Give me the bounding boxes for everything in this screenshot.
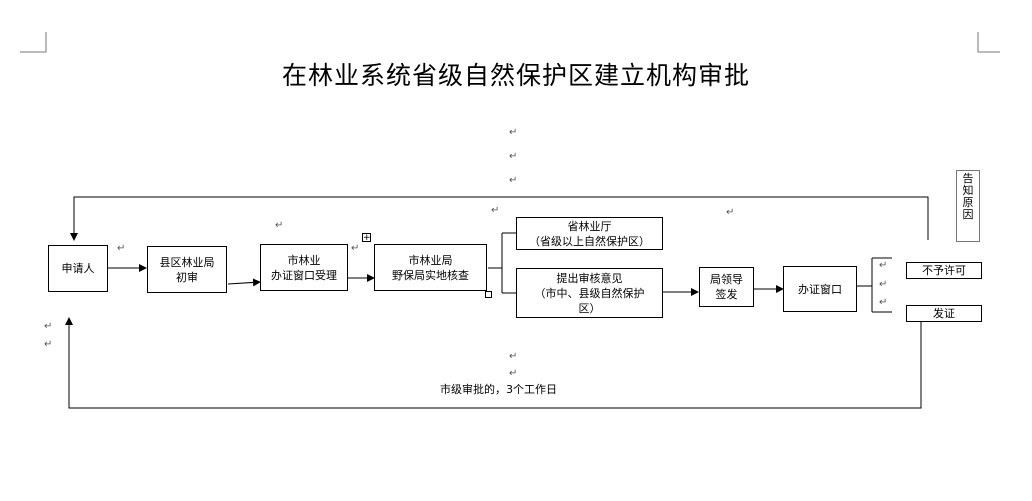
table-resize-handle-icon[interactable]: [485, 291, 492, 298]
node-city-window-line1: 市林业: [287, 253, 321, 267]
para-mark: ↵: [44, 321, 53, 332]
corner-mark-right: [977, 32, 1000, 53]
arrow-county-citywindow: [227, 278, 261, 287]
node-city-window-line2: 办证窗口受理: [271, 268, 337, 282]
node-opinion-line1: 提出审核意见: [556, 271, 623, 285]
node-issue: 发证: [906, 305, 982, 322]
node-window: 办证窗口: [783, 266, 857, 312]
node-province-line1: 省林业厅: [567, 219, 612, 233]
node-county-line2: 初审: [176, 270, 198, 284]
table-move-handle-icon[interactable]: +: [362, 233, 371, 243]
node-leader-sign: 局领导 签发: [699, 267, 754, 307]
note-city-approval: 市级审批的，3个工作日: [440, 383, 557, 396]
node-deny: 不予许可: [906, 262, 982, 279]
node-county-line1: 县区林业局: [159, 255, 215, 269]
para-mark: ↵: [509, 175, 518, 186]
node-applicant: 申请人: [48, 245, 108, 292]
para-mark: ↵: [726, 207, 735, 218]
bottom-return-line: [65, 317, 922, 409]
node-opinion: 提出审核意见 （市中、县级自然保护 区）: [516, 268, 663, 318]
top-return-line: [70, 196, 929, 241]
node-province-line2: （省级以上自然保护区）: [529, 234, 650, 248]
node-reason-label: 告知原因: [962, 172, 974, 221]
para-mark: ↵: [351, 243, 360, 254]
para-mark: ↵: [879, 279, 888, 290]
para-mark: ↵: [117, 243, 126, 254]
node-window-label: 办证窗口: [798, 282, 842, 296]
page-title: 在林业系统省级自然保护区建立机构审批: [281, 61, 750, 90]
corner-mark-left: [20, 32, 47, 53]
para-mark: ↵: [509, 368, 518, 379]
para-mark: ↵: [44, 339, 53, 350]
node-opinion-line3: 区）: [578, 301, 601, 315]
node-province: 省林业厅 （省级以上自然保护区）: [516, 217, 663, 250]
para-mark: ↵: [509, 151, 518, 162]
node-reason: 告知原因: [956, 170, 980, 242]
node-city-window: 市林业 办证窗口受理: [260, 244, 348, 291]
para-mark: ↵: [509, 351, 518, 362]
node-leader-line1: 局领导: [710, 273, 743, 286]
node-leader-line2: 签发: [715, 288, 738, 301]
node-applicant-label: 申请人: [61, 262, 95, 275]
node-issue-label: 发证: [933, 307, 955, 320]
para-mark: ↵: [879, 297, 888, 308]
para-mark: ↵: [509, 127, 518, 138]
para-mark: ↵: [275, 220, 284, 231]
node-city-bureau: 市林业局 野保局实地核查: [374, 244, 487, 291]
para-mark: ↵: [879, 260, 888, 271]
node-city-bureau-line2: 野保局实地核查: [392, 268, 469, 282]
node-opinion-line2: （市中、县级自然保护: [534, 286, 645, 300]
node-deny-label: 不予许可: [922, 264, 966, 277]
node-city-bureau-line1: 市林业局: [408, 253, 453, 267]
para-mark: ↵: [491, 205, 500, 216]
node-county-review: 县区林业局 初审: [147, 246, 227, 293]
